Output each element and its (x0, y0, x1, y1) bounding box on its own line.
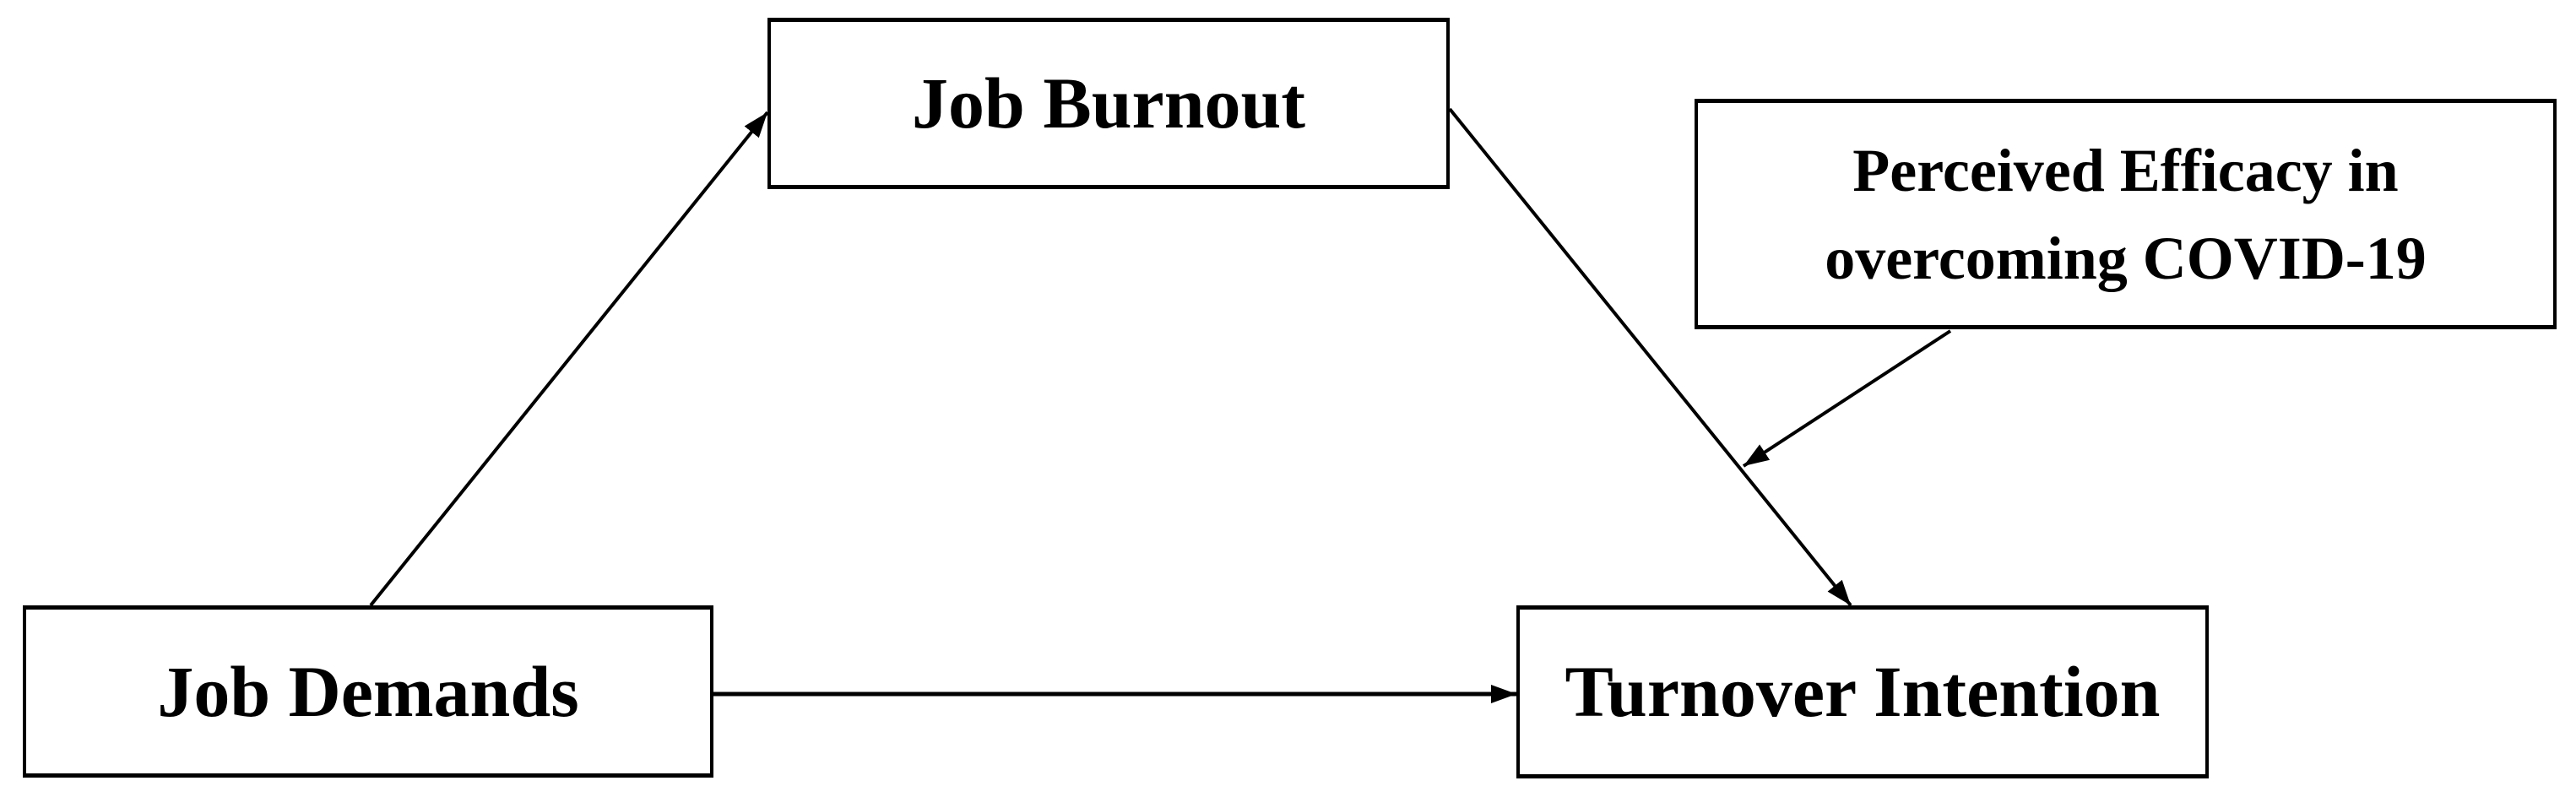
node-job-demands-label: Job Demands (157, 650, 579, 732)
node-job-demands: Job Demands (23, 605, 713, 778)
arrow-job-demands-to-job-burnout (369, 111, 769, 607)
node-turnover-intention: Turnover Intention (1516, 605, 2209, 778)
node-perceived-efficacy: Perceived Efficacy in overcoming COVID-1… (1695, 99, 2557, 329)
node-job-burnout: Job Burnout (767, 18, 1450, 189)
node-job-burnout-label: Job Burnout (912, 62, 1305, 144)
node-perceived-efficacy-label-line2: overcoming COVID-19 (1825, 224, 2427, 292)
arrow-perceived-efficacy-moderation (1742, 329, 1952, 468)
node-turnover-intention-label: Turnover Intention (1565, 651, 2161, 733)
arrow-job-burnout-to-turnover-intention (1448, 107, 1852, 607)
node-perceived-efficacy-label-line1: Perceived Efficacy in (1852, 136, 2399, 204)
